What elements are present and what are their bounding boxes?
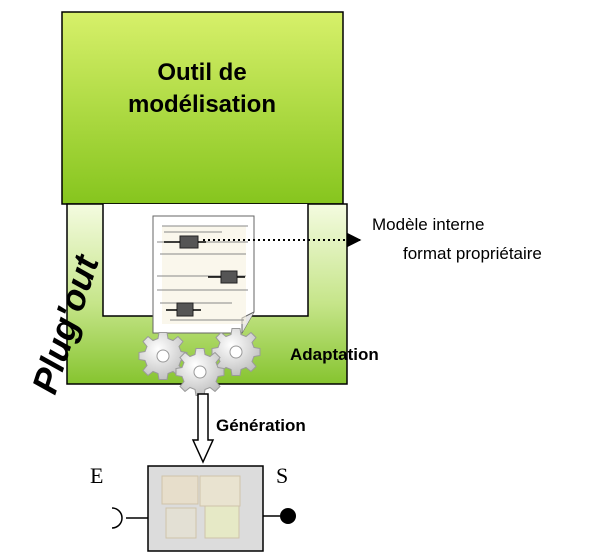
output-lollipop-icon xyxy=(280,508,296,524)
component-input-label: E xyxy=(90,463,103,488)
modeling-tool-title-line2: modélisation xyxy=(128,91,276,118)
component-output-label: S xyxy=(276,463,288,488)
gears-icon xyxy=(138,328,261,396)
internal-model-label-line1: Modèle interne xyxy=(372,215,484,234)
document-connectors xyxy=(164,241,245,311)
generated-component: E S xyxy=(90,463,296,552)
generation-arrow xyxy=(191,393,215,464)
gear-left-icon xyxy=(138,332,188,380)
modeling-tool-title-line1: Outil de xyxy=(157,59,246,86)
adaptation-label: Adaptation xyxy=(290,345,379,364)
puzzle-pattern xyxy=(161,475,241,539)
document-lines xyxy=(157,225,248,321)
generation-label: Génération xyxy=(216,416,306,435)
internal-model-document xyxy=(152,215,255,334)
gear-center-icon xyxy=(175,348,225,396)
gear-right-icon xyxy=(211,328,261,376)
internal-model-label-line2: format propriétaire xyxy=(403,244,542,263)
modeling-tool-box: Outil de modélisation xyxy=(61,11,344,205)
input-socket-icon xyxy=(111,507,123,529)
